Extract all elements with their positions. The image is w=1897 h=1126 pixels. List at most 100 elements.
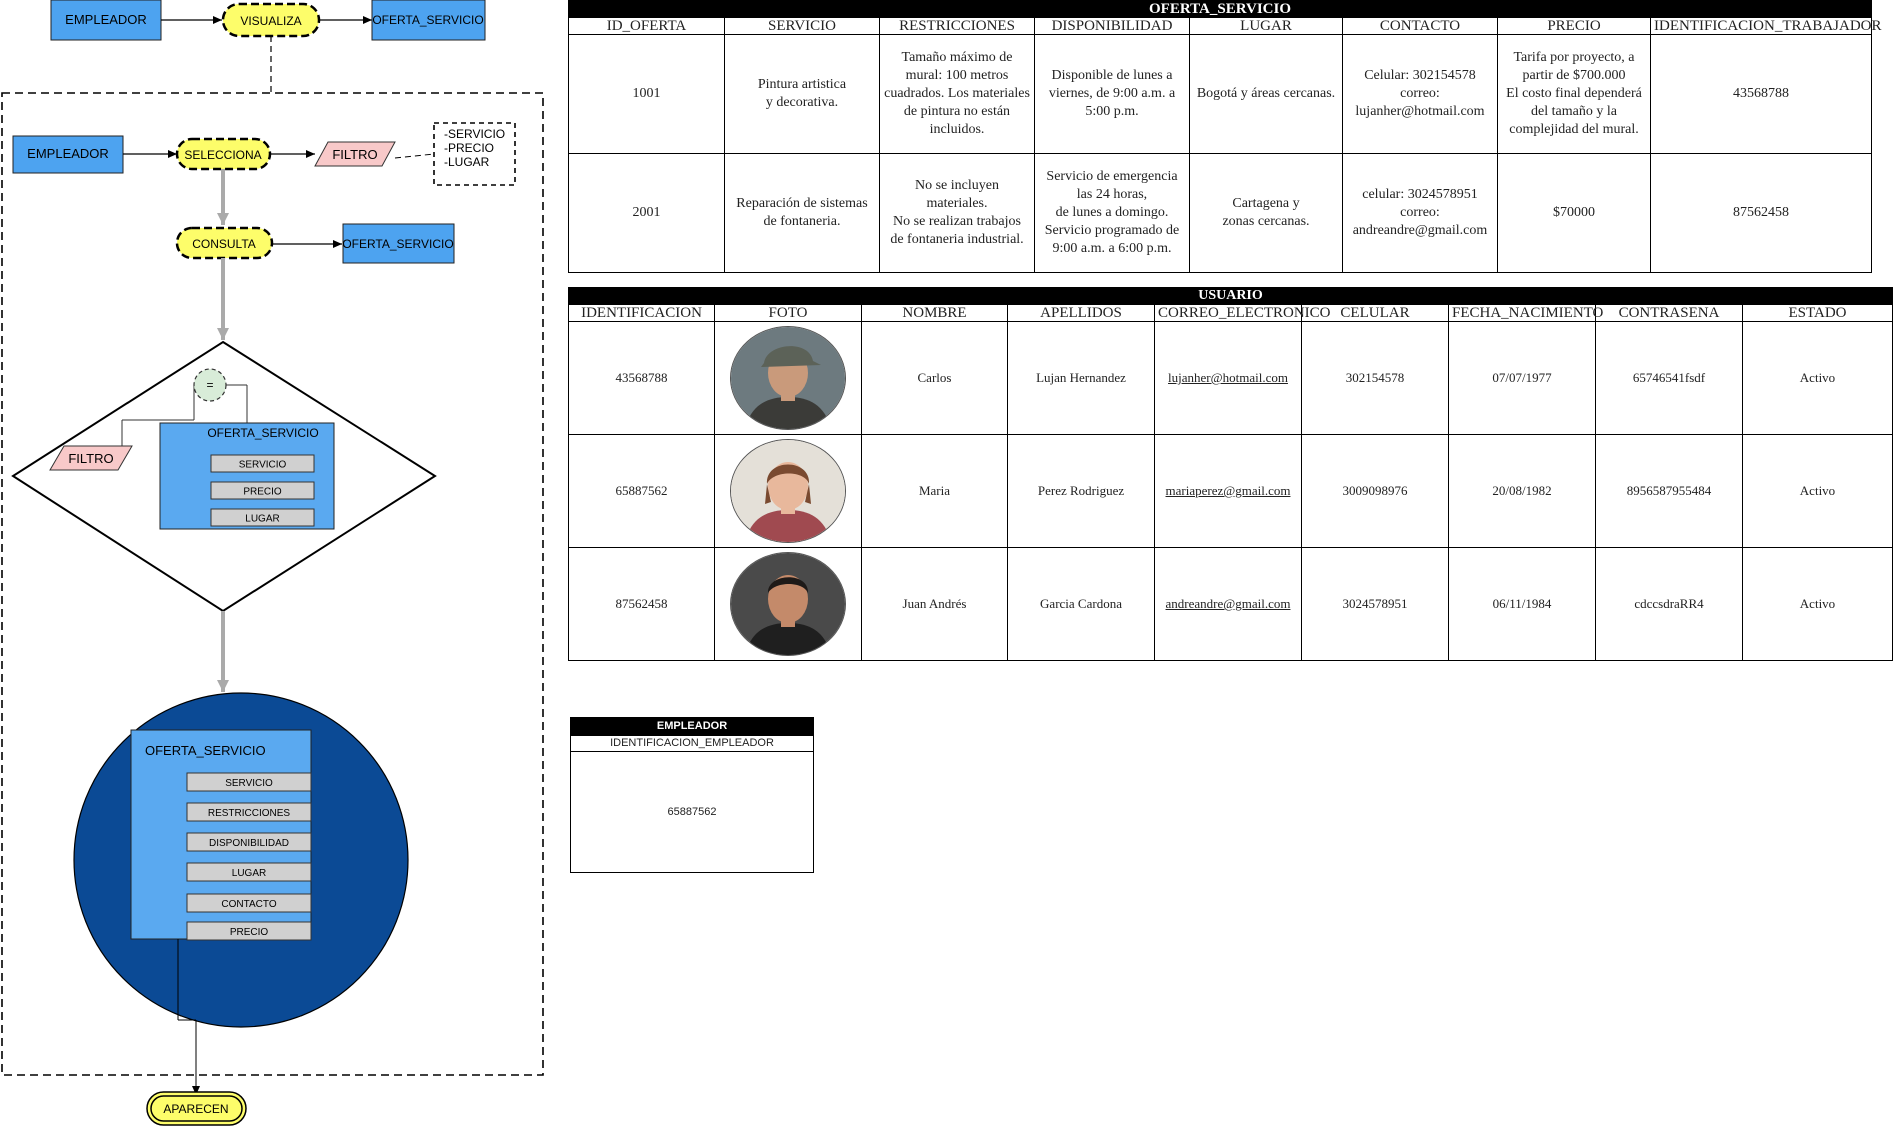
cell-line: del tamaño y la bbox=[1531, 104, 1617, 119]
equals-operator-label: = bbox=[206, 378, 213, 392]
decision-field-label: SERVICIO bbox=[239, 460, 287, 471]
col-correo-electronico: CORREO_ELECTRONICO bbox=[1154, 304, 1331, 322]
col-nombre: NOMBRE bbox=[861, 304, 1008, 322]
usuario-cell-contrasena: cdccsdraRR4 bbox=[1595, 547, 1743, 661]
result-field-restricciones bbox=[186, 802, 312, 822]
cell-line: de pintura no están bbox=[903, 104, 1011, 119]
usuario-cell-nombre: Maria bbox=[861, 434, 1008, 548]
filter-option-precio: -PRECIO bbox=[444, 141, 494, 155]
cell-line: Tamaño máximo de bbox=[901, 50, 1013, 65]
cell-line: Servicio programado de bbox=[1044, 223, 1180, 238]
result-field-disponibilidad bbox=[186, 832, 312, 852]
usuario-cell-contrasena: 65746541fsdf bbox=[1595, 321, 1743, 435]
usuario-cell-celular: 302154578 bbox=[1301, 321, 1449, 435]
filter-option-servicio: -SERVICIO bbox=[444, 127, 505, 141]
email-link[interactable]: lujanher@hotmail.com bbox=[1168, 370, 1288, 385]
col-servicio: SERVICIO bbox=[724, 17, 880, 35]
top-empleador-label: EMPLEADOR bbox=[65, 12, 147, 27]
filter-options-note bbox=[433, 122, 516, 186]
table-row: 65887562 bbox=[570, 751, 814, 873]
cell-line: celular: 3024578951 bbox=[1362, 187, 1478, 202]
usuario-cell-fecha: 06/11/1984 bbox=[1448, 547, 1596, 661]
usuario-cell-estado: Activo bbox=[1742, 547, 1893, 661]
col-identificacion: IDENTIFICACION bbox=[568, 304, 715, 322]
usuario-cell-foto bbox=[714, 547, 862, 661]
usuario-cell-correo: lujanher@hotmail.com bbox=[1154, 321, 1302, 435]
filter-option-lugar: -LUGAR bbox=[444, 155, 490, 169]
usuario-cell-identificacion: 65887562 bbox=[568, 434, 715, 548]
cell-line: Tarifa por proyecto, a bbox=[1513, 50, 1635, 65]
cell-line: Reparación de sistemas bbox=[736, 196, 868, 211]
usuario-cell-identificacion: 87562458 bbox=[568, 547, 715, 661]
col-apellidos: APELLIDOS bbox=[1007, 304, 1155, 322]
flow-diagram: EMPLEADOR VISUALIZA OFERTA_SERVICIO EMPL… bbox=[1, 0, 544, 1126]
top-oferta-entity bbox=[371, 0, 486, 41]
result-field-label: DISPONIBILIDAD bbox=[209, 838, 289, 849]
cell-line: No se realizan trabajos bbox=[893, 214, 1021, 229]
cell-line: Disponible de lunes a bbox=[1051, 68, 1173, 83]
cell-line: 5:00 p.m. bbox=[1085, 104, 1139, 119]
result-field-lugar bbox=[186, 862, 312, 882]
decision-filter-label: FILTRO bbox=[68, 451, 113, 466]
result-field-label: LUGAR bbox=[232, 868, 266, 879]
col-precio: PRECIO bbox=[1497, 17, 1651, 35]
cell-line: de fontaneria industrial. bbox=[890, 232, 1024, 247]
cell-line: correo: bbox=[1400, 86, 1440, 101]
usuario-cell-apellidos: Garcia Cardona bbox=[1007, 547, 1155, 661]
result-field-label: SERVICIO bbox=[225, 778, 273, 789]
decision-field-servicio bbox=[210, 454, 315, 473]
usuario-table: USUARIO IDENTIFICACION FOTO NOMBRE APELL… bbox=[568, 287, 1893, 661]
cell-line: correo: bbox=[1400, 205, 1440, 220]
user-photo bbox=[730, 326, 846, 430]
result-field-servicio bbox=[186, 772, 312, 792]
query-oferta-entity bbox=[342, 223, 455, 264]
cell-line: viernes, de 9:00 a.m. a bbox=[1048, 86, 1176, 101]
usuario-cell-nombre: Juan Andrés bbox=[861, 547, 1008, 661]
col-estado: ESTADO bbox=[1742, 304, 1893, 322]
subprocess-boundary bbox=[1, 92, 544, 1076]
cell-line: incluidos. bbox=[929, 122, 985, 137]
oferta-cell-id: 2001 bbox=[568, 153, 725, 273]
usuario-cell-fecha: 07/07/1977 bbox=[1448, 321, 1596, 435]
decision-field-lugar bbox=[210, 508, 315, 527]
user-photo bbox=[730, 439, 846, 543]
cell-line: zonas cercanas. bbox=[1222, 214, 1310, 229]
cell-line: Pintura artistica bbox=[757, 77, 847, 92]
result-fields: SERVICIORESTRICCIONESDISPONIBILIDADLUGAR… bbox=[186, 772, 312, 941]
oferta-servicio-title: OFERTA_SERVICIO bbox=[567, 0, 1873, 18]
select-flow: EMPLEADOR SELECCIONA FILTRO -SERVICIO -P… bbox=[12, 122, 516, 186]
equals-operator bbox=[193, 368, 227, 402]
email-link[interactable]: mariaperez@gmail.com bbox=[1165, 483, 1291, 498]
decision: = FILTRO OFERTA_SERVICIO SERVICIOPRECIOL… bbox=[11, 340, 437, 613]
cell-line: cuadrados. Los materiales bbox=[884, 86, 1030, 101]
col-contacto: CONTACTO bbox=[1342, 17, 1498, 35]
result-entity-label: OFERTA_SERVICIO bbox=[145, 743, 266, 758]
query-oferta-label: OFERTA_SERVICIO bbox=[342, 237, 453, 251]
oferta-servicio-table: OFERTA_SERVICIO ID_OFERTA SERVICIO RESTR… bbox=[567, 0, 1882, 273]
usuario-cell-contrasena: 8956587955484 bbox=[1595, 434, 1743, 548]
select-filter-label: FILTRO bbox=[332, 147, 377, 162]
col-lugar: LUGAR bbox=[1189, 17, 1343, 35]
end-node-label: APARECEN bbox=[163, 1102, 228, 1116]
cell-line: $70000 bbox=[1553, 205, 1595, 220]
cell-line: Servicio de emergencia bbox=[1046, 169, 1178, 184]
oferta-cell-trabajador: 43568788 bbox=[1649, 34, 1873, 154]
oferta-cell-id: 1001 bbox=[568, 34, 725, 154]
visualiza-label: VISUALIZA bbox=[240, 14, 301, 28]
oferta-cell-lugar: Bogotá y áreas cercanas. bbox=[1189, 34, 1343, 154]
email-link[interactable]: andreandre@gmail.com bbox=[1165, 596, 1291, 611]
usuario-cell-identificacion: 43568788 bbox=[568, 321, 715, 435]
select-empleador-entity bbox=[12, 135, 124, 174]
cell-line: 9:00 a.m. a 6:00 p.m. bbox=[1052, 241, 1172, 256]
oferta-cell-restricciones: No se incluyen materiales.No se realizan… bbox=[879, 153, 1035, 273]
usuario-cell-correo: mariaperez@gmail.com bbox=[1154, 434, 1302, 548]
top-empleador-entity bbox=[50, 0, 162, 41]
